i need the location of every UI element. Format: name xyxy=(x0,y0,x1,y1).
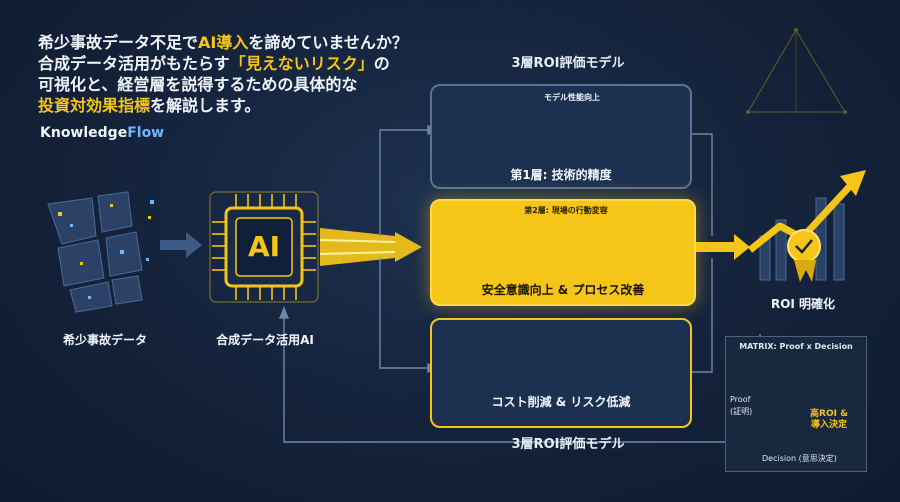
fragmented-data-icon xyxy=(47,191,154,313)
arrow-source-to-ai xyxy=(160,232,202,258)
brand-name-part1: Knowledge xyxy=(40,125,128,141)
headline-line2-highlight: 「見えないリスク」 xyxy=(229,54,374,73)
headline-line3: 可視化と、経営層を説得するための具体的な xyxy=(38,75,358,94)
layer1-subtitle: モデル性能向上 xyxy=(544,93,600,102)
matrix-highlight-label: 高ROI & 導入決定 xyxy=(810,409,848,430)
layer1-panel: モデル性能向上 第1層: 技術的精度 xyxy=(430,84,692,189)
brand-logo: KnowledgeFlow xyxy=(40,125,164,141)
proof-decision-matrix: MATRIX: Proof x Decision Proof (証明) 高ROI… xyxy=(725,336,867,472)
layer2-caption: 安全意識向上 & プロセス改善 xyxy=(481,283,645,297)
roi-label: ROI 明確化 xyxy=(770,297,836,311)
brand-name-part2: Flow xyxy=(127,125,165,141)
layer3-caption: コスト削減 & リスク低減 xyxy=(491,395,631,409)
headline-line2-part1: 合成データ活用がもたらす xyxy=(38,54,230,73)
ai-chip-icon xyxy=(209,191,319,303)
background-triangle-decoration xyxy=(746,28,847,114)
headline-line4-highlight: 投資対効果指標 xyxy=(38,96,151,115)
matrix-y-label: Proof xyxy=(730,395,751,404)
matrix-title: MATRIX: Proof x Decision xyxy=(739,342,853,351)
headline-line1-highlight: AI導入 xyxy=(198,33,249,52)
layer1-caption: 第1層: 技術的精度 xyxy=(510,168,612,182)
layer2-panel: 第2層: 現場の行動変容 安全意識向上 & プロセス改善 xyxy=(430,199,696,306)
layer2-subtitle: 第2層: 現場の行動変容 xyxy=(524,206,608,215)
layer3-panel: コスト削減 & リスク低減 xyxy=(430,318,692,428)
headline: 希少事故データ不足でAI導入を諦めていませんか？ 合成データ活用がもたらす「見え… xyxy=(38,32,438,116)
matrix-y-label-sub: (証明) xyxy=(730,407,753,416)
ai-label: 合成データ活用AI xyxy=(216,333,314,347)
arrow-ai-to-layers xyxy=(319,228,422,266)
headline-line1-part1: 希少事故データ不足で xyxy=(38,33,199,52)
headline-line2-part2: の xyxy=(373,54,390,73)
headline-line1-part2: を諦めていませんか？ xyxy=(248,33,408,52)
matrix-x-label: Decision (意思決定) xyxy=(762,454,837,463)
arrow-layers-to-roi xyxy=(694,234,750,260)
model-title-top: 3層ROI評価モデル xyxy=(511,56,625,71)
roi-growth-chart-icon xyxy=(747,170,866,282)
source-data-label: 希少事故データ xyxy=(62,333,147,347)
ai-chip-label: AI xyxy=(247,230,281,263)
headline-line4-part2: を解説します。 xyxy=(150,96,261,115)
model-title-bottom: 3層ROI評価モデル xyxy=(511,437,625,452)
